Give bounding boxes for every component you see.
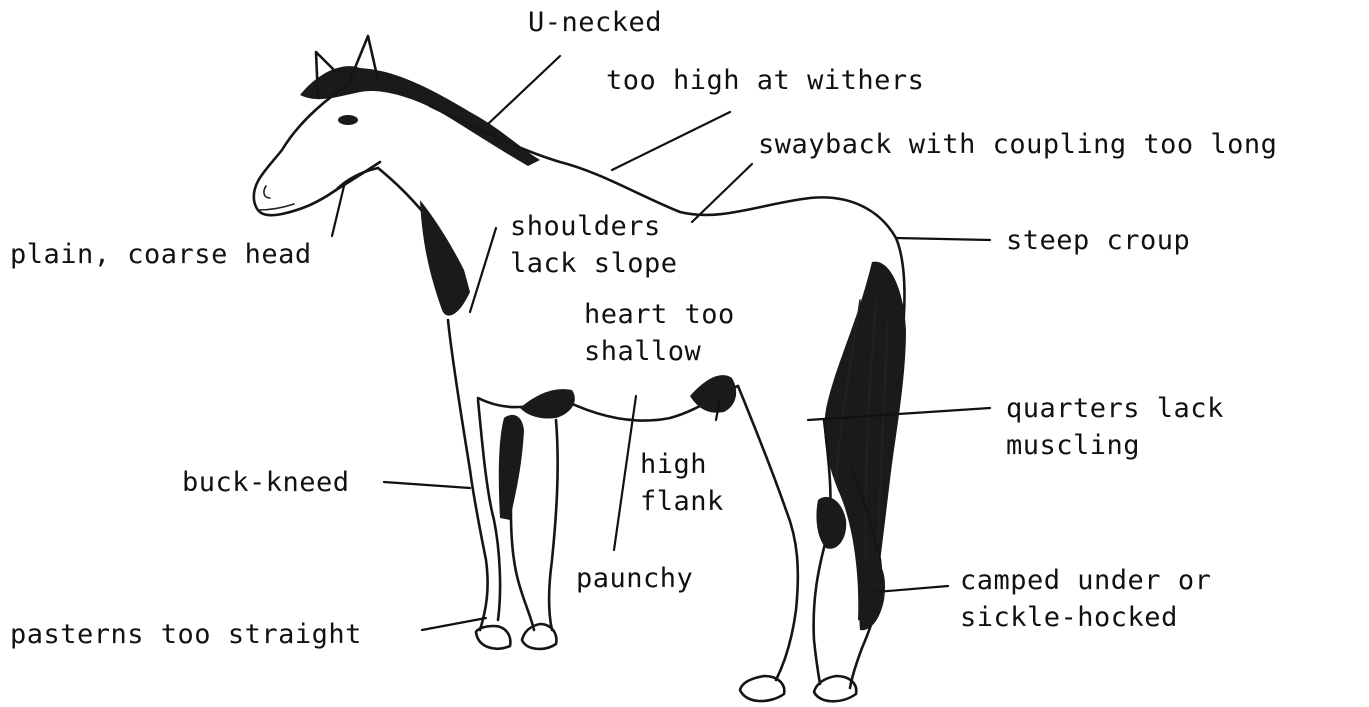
leader-camped (876, 586, 948, 592)
label-paunchy: paunchy (576, 560, 693, 597)
label-shoulders-line-2: lack slope (510, 245, 678, 282)
front-hoof-near (476, 626, 510, 649)
leader-withers (612, 112, 730, 170)
label-camped: camped under or sickle-hocked (960, 562, 1211, 636)
label-quarters: quarters lack muscling (1006, 390, 1224, 464)
hock-shading (816, 497, 846, 549)
hind-leg-near-back (814, 420, 831, 684)
front-hoof-far (522, 624, 556, 649)
label-shoulders-line-1: shoulders (510, 208, 678, 245)
label-camped-line-1: camped under or (960, 562, 1211, 599)
head-outline (254, 84, 380, 215)
leader-head (332, 186, 344, 236)
eye (338, 115, 358, 125)
leader-pasterns (422, 618, 486, 630)
hind-hoof-near (740, 676, 784, 701)
label-croup: steep croup (1006, 222, 1190, 259)
label-heart-line-2: shallow (584, 333, 735, 370)
leader-u-necked (488, 56, 560, 124)
leader-shoulders (470, 228, 496, 312)
label-swayback: swayback with coupling too long (758, 126, 1277, 163)
label-head: plain, coarse head (10, 236, 312, 273)
label-heart-line-1: heart too (584, 296, 735, 333)
mouth-line (258, 204, 294, 210)
label-u-necked: U-necked (528, 4, 662, 41)
label-pasterns: pasterns too straight (10, 616, 362, 653)
label-withers: too high at withers (606, 62, 924, 99)
leader-croup (896, 238, 990, 240)
chest-outline (448, 320, 488, 630)
nostril (264, 186, 270, 198)
leader-buck-kneed (384, 482, 470, 488)
label-shoulders: shoulders lack slope (510, 208, 678, 282)
hind-leg-near (738, 386, 798, 680)
label-quarters-line-2: muscling (1006, 427, 1224, 464)
neck-shading (420, 200, 470, 316)
girth-shading (520, 389, 575, 418)
label-flank: high flank (640, 446, 724, 520)
mane-shading (300, 66, 540, 166)
label-buck-kneed: buck-kneed (182, 464, 350, 501)
front-leg-near (478, 400, 500, 620)
label-flank-line-2: flank (640, 483, 724, 520)
label-quarters-line-1: quarters lack (1006, 390, 1224, 427)
label-heart: heart too shallow (584, 296, 735, 370)
label-camped-line-2: sickle-hocked (960, 599, 1211, 636)
label-flank-line-1: high (640, 446, 724, 483)
forearm-shading (499, 415, 524, 520)
